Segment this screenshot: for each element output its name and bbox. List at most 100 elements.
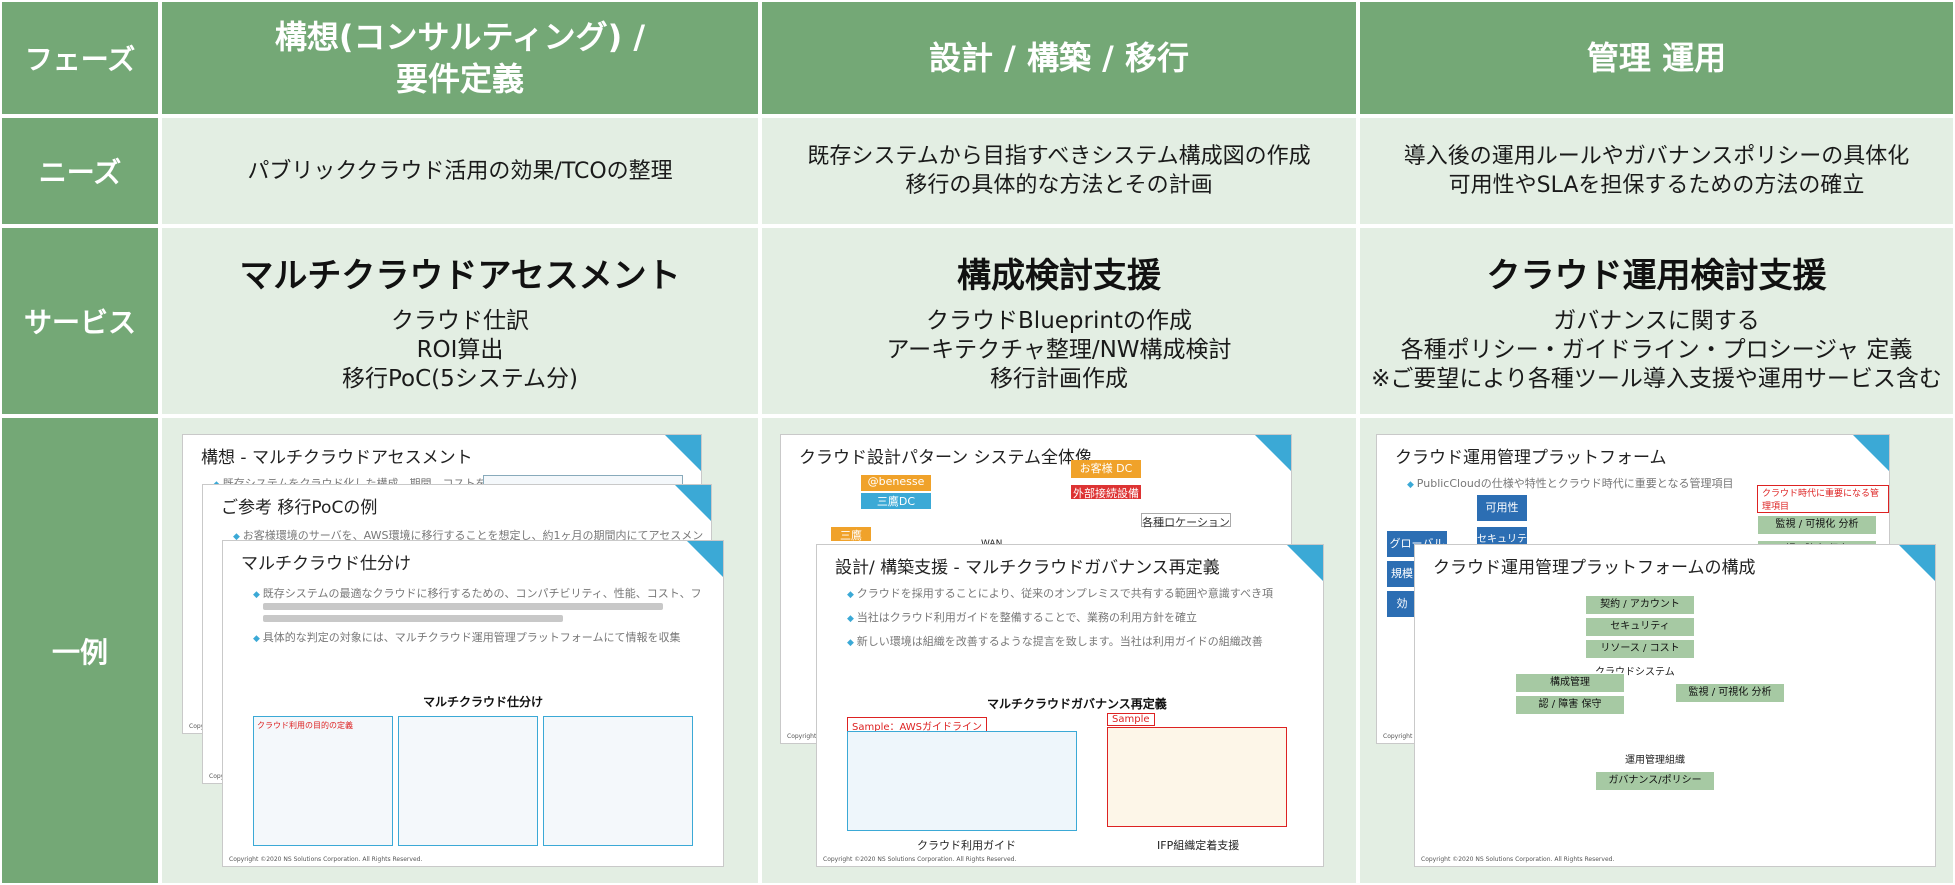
platform-item-resource: リソース / コスト xyxy=(1585,639,1695,659)
slide-label: 可用性 xyxy=(1477,495,1527,521)
slide-caption: マルチクラウド仕分け xyxy=(423,695,544,709)
slide-copyright: Copyright ©2020 NS Solutions Corporation… xyxy=(823,856,1017,863)
needs-line2: 移行の具体的な方法とその計画 xyxy=(905,173,1213,198)
slide-bullet: PublicCloudの仕様や特性とクラウド時代に重要となる管理項目 xyxy=(1407,475,1734,491)
slide-corner xyxy=(675,485,711,521)
slide-tag: 各種ロケーション xyxy=(1141,513,1231,529)
slide-corner xyxy=(1255,435,1291,471)
slide-title: クラウド設計パターン システム全体像 xyxy=(799,448,1093,468)
service-title: クラウド運用検討支援 xyxy=(1486,256,1827,296)
slide-copyright: Copyright ©2020 NS Solutions Corporation… xyxy=(1421,856,1615,863)
row-header-service-label: サービス xyxy=(23,306,136,339)
phase-title-line1: 構想(コンサルティング) / xyxy=(274,18,646,56)
slide-bullet: 既存システムの最適なクラウドに移行するための、コンパチビリティ、性能、コスト、フ xyxy=(253,585,702,601)
example-slide-governance: 設計/ 構築支援 - マルチクラウドガバナンス再定義 クラウドを採用することによ… xyxy=(816,544,1324,867)
slide-subcaption: クラウド利用ガイド xyxy=(917,839,1016,852)
slide-corner xyxy=(665,435,701,471)
example-design: クラウド設計パターン システム全体像 @benesse 三鷹DC お客様 DC … xyxy=(760,416,1358,885)
service-consulting: マルチクラウドアセスメント クラウド仕訳 ROI算出 移行PoC(5システム分) xyxy=(160,226,760,416)
platform-item-incident: 認 / 障害 保守 xyxy=(1515,695,1625,715)
slide-tag: 三鷹 xyxy=(831,527,871,542)
slide-corner xyxy=(1853,435,1889,471)
slide-table xyxy=(847,731,1077,831)
platform-item-contract: 契約 / アカウント xyxy=(1585,595,1695,615)
slide-bullet: 当社はクラウド利用ガイドを整備することで、業務の利用方針を確立 xyxy=(847,609,1197,625)
service-design: 構成検討支援 クラウドBlueprintの作成 アーキテクチャ整理/NW構成検討… xyxy=(760,226,1358,416)
platform-item-governance: ガバナンス/ポリシー xyxy=(1595,771,1715,791)
row-header-needs-label: ニーズ xyxy=(38,156,122,189)
slide-label: 効 xyxy=(1387,591,1417,617)
sample-label: Sample xyxy=(1107,713,1155,726)
platform-org-label: 運用管理組織 xyxy=(1625,755,1685,766)
row-header-needs: ニーズ xyxy=(0,116,160,226)
platform-item-config: 構成管理 xyxy=(1515,673,1625,693)
row-header-example: 一例 xyxy=(0,416,160,885)
phase-title-line1: 設計 / 構築 / 移行 xyxy=(929,39,1189,77)
service-line: 各種ポリシー・ガイドライン・プロシージャ 定義 xyxy=(1400,337,1913,363)
needs-line1: パブリッククラウド活用の効果/TCOの整理 xyxy=(247,158,673,184)
row-header-service: サービス xyxy=(0,226,160,416)
example-slide-platform-config: クラウド運用管理プラットフォームの構成 契約 / アカウント セキュリティ リソ… xyxy=(1414,544,1936,867)
service-line: アーキテクチャ整理/NW構成検討 xyxy=(886,337,1232,363)
needs-line2: 可用性やSLAを担保するための方法の確立 xyxy=(1448,173,1865,198)
slide-corner xyxy=(1899,545,1935,581)
slide-bullet: クラウドを採用することにより、従来のオンプレミスで共有する範囲や意識すべき項 xyxy=(847,585,1273,601)
service-line: ※ご要望により各種ツール導入支援や運用サービス含む xyxy=(1371,366,1942,392)
phase-header-design: 設計 / 構築 / 移行 xyxy=(760,0,1358,116)
service-line: クラウド仕訳 xyxy=(391,308,529,334)
slide-dc-box: お客様 DC xyxy=(1071,460,1141,478)
slide-title: 構想 - マルチクラウドアセスメント xyxy=(201,448,473,468)
phase-header-consulting: 構想(コンサルティング) / 要件定義 xyxy=(160,0,760,116)
row-header-example-label: 一例 xyxy=(51,635,108,669)
slide-red-label: クラウド時代に重要になる管理項目 xyxy=(1757,485,1889,513)
service-line: 移行計画作成 xyxy=(990,366,1128,392)
service-line: クラウドBlueprintの作成 xyxy=(926,308,1192,334)
platform-item-monitor: 監視 / 可視化 分析 xyxy=(1675,683,1785,703)
needs-consulting: パブリッククラウド活用の効果/TCOの整理 xyxy=(160,116,760,226)
row-header-phase-label: フェーズ xyxy=(24,43,136,76)
phase-title-line2: 要件定義 xyxy=(395,60,524,98)
service-line: ROI算出 xyxy=(416,337,504,363)
slide-title: 設計/ 構築支援 - マルチクラウドガバナンス再定義 xyxy=(835,558,1220,578)
example-operation: クラウド運用管理プラットフォーム PublicCloudの仕様や特性とクラウド時… xyxy=(1358,416,1955,885)
slide-subcaption: IFP組織定着支援 xyxy=(1157,839,1240,852)
service-operation: クラウド運用検討支援 ガバナンスに関する 各種ポリシー・ガイドライン・プロシージ… xyxy=(1358,226,1955,416)
slide-corner xyxy=(1287,545,1323,581)
slide-panel-2 xyxy=(398,716,538,846)
slide-title: クラウド運用管理プラットフォームの構成 xyxy=(1433,558,1756,578)
slide-label: 規模 xyxy=(1387,561,1417,587)
slide-text-line xyxy=(263,603,663,610)
slide-caption: マルチクラウドガバナンス再定義 xyxy=(987,697,1167,711)
service-line: 移行PoC(5システム分) xyxy=(341,366,579,392)
slide-tag: 外部接続設備 xyxy=(1071,485,1141,500)
needs-operation: 導入後の運用ルールやガバナンスポリシーの具体化 可用性やSLAを担保するための方… xyxy=(1358,116,1955,226)
needs-design: 既存システムから目指すべきシステム構成図の作成 移行の具体的な方法とその計画 xyxy=(760,116,1358,226)
slide-title: ご参考 移行PoCの例 xyxy=(221,498,378,518)
needs-line1: 既存システムから目指すべきシステム構成図の作成 xyxy=(807,144,1311,169)
slide-org-chart xyxy=(1107,727,1287,827)
slide-copyright: Copyright ©2020 NS Solutions Corporation… xyxy=(229,856,423,863)
phase-header-operation: 管理 運用 xyxy=(1358,0,1955,116)
service-line: ガバナンスに関する xyxy=(1553,308,1760,334)
slide-dc-box: 三鷹DC xyxy=(861,493,931,509)
example-consulting: 構想 - マルチクラウドアセスメント 既存システムをクラウド化した構成、期間、コ… xyxy=(160,416,760,885)
service-title: 構成検討支援 xyxy=(957,256,1161,296)
slide-bullet: お客様環境のサーバを、AWS環境に移行することを想定し、約1ヶ月の期間内にてアセ… xyxy=(233,527,703,543)
slide-panel-1: クラウド利用の目的の定義 xyxy=(253,716,393,846)
slide-bullet: 具体的な判定の対象には、マルチクラウド運用管理プラットフォームにて情報を収集 xyxy=(253,629,681,645)
slide-title: マルチクラウド仕分け xyxy=(241,554,411,574)
phase-title-line1: 管理 運用 xyxy=(1586,39,1727,77)
slide-green-item: 監視 / 可視化 分析 xyxy=(1757,515,1877,535)
row-header-phase: フェーズ xyxy=(0,0,160,116)
service-title: マルチクラウドアセスメント xyxy=(239,256,681,296)
slide-dc-box: @benesse xyxy=(861,475,931,491)
needs-line1: 導入後の運用ルールやガバナンスポリシーの具体化 xyxy=(1403,144,1910,169)
platform-center-label: クラウドシステム xyxy=(1595,667,1675,678)
slide-title: クラウド運用管理プラットフォーム xyxy=(1395,448,1667,468)
slide-panel-3 xyxy=(543,716,693,846)
example-slide-shiwake: マルチクラウド仕分け 既存システムの最適なクラウドに移行するための、コンパチビリ… xyxy=(222,540,724,867)
slide-corner xyxy=(687,541,723,577)
slide-bullet: 新しい環境は組織を改善するような提言を致します。当社は利用ガイドの組織改善 xyxy=(847,633,1263,649)
slide-panel-title: クラウド利用の目的の定義 xyxy=(257,721,353,730)
